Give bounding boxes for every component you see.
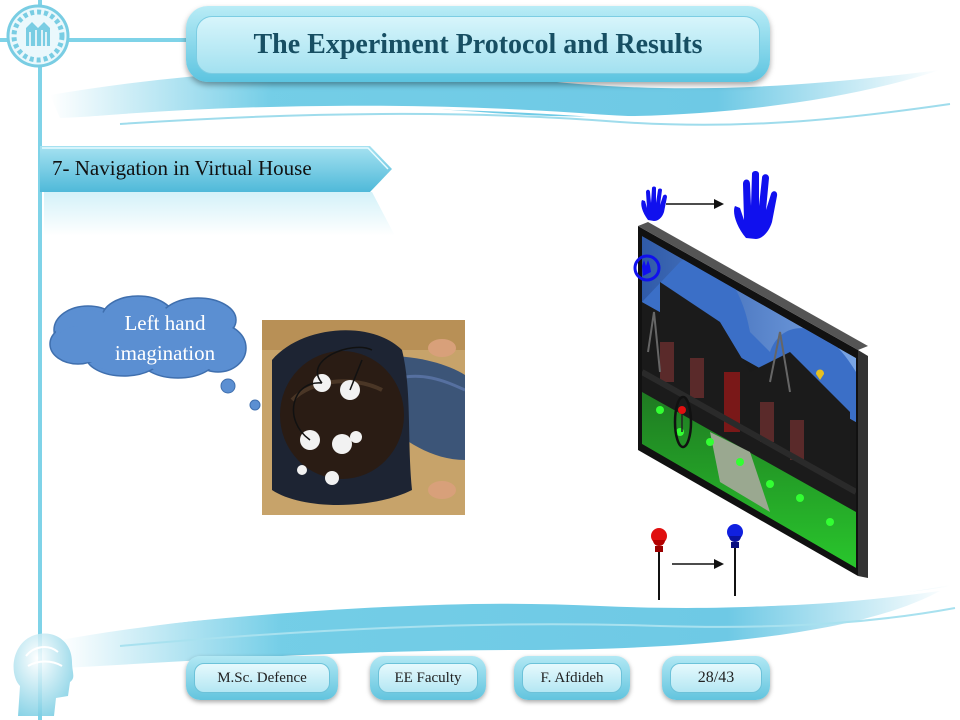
thought-line-1: Left hand (124, 311, 206, 335)
arrow-right-icon (666, 199, 724, 209)
footer-degree-button[interactable]: M.Sc. Defence (186, 656, 338, 700)
brain-head-icon (13, 633, 74, 716)
footer-page-button[interactable]: 28/43 (662, 656, 770, 700)
section-heading: 7- Navigation in Virtual House (52, 156, 312, 180)
footer-author-label: F. Afdideh (522, 663, 622, 693)
footer-faculty-button[interactable]: EE Faculty (370, 656, 486, 700)
footer-degree-label: M.Sc. Defence (194, 663, 330, 693)
footer-faculty-label: EE Faculty (378, 663, 478, 693)
section-banner (40, 146, 392, 192)
footer-author-button[interactable]: F. Afdideh (514, 656, 630, 700)
frame-horizontal-line (0, 38, 200, 42)
marker-pin-red-icon (651, 528, 667, 600)
thought-cloud (49, 295, 282, 424)
thought-bubble-text: Left hand imagination (90, 308, 240, 368)
page-number: 28/43 (670, 663, 762, 693)
thought-line-2: imagination (114, 341, 216, 365)
page-title: The Experiment Protocol and Results (253, 29, 703, 60)
hand-icon (641, 186, 667, 221)
virtual-house-panel (633, 222, 868, 578)
arrow-right-icon-2 (672, 559, 724, 569)
hand-large-icon (734, 171, 778, 239)
frame-vertical-line (38, 0, 42, 720)
marker-pin-blue-icon (727, 524, 743, 596)
university-logo-icon (6, 4, 70, 68)
subject-eeg-photo (262, 320, 465, 515)
title-pill: The Experiment Protocol and Results (196, 16, 760, 74)
